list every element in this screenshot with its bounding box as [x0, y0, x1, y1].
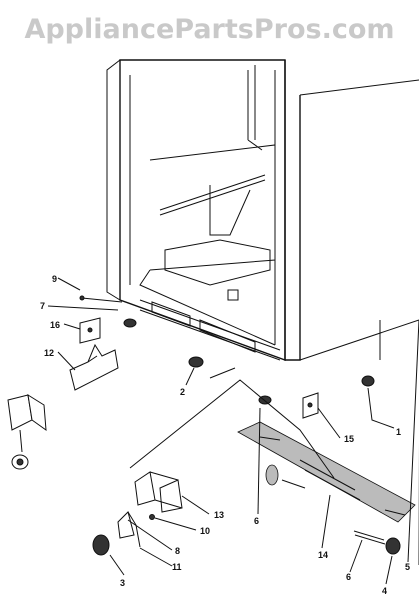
callout-2: 2	[180, 387, 185, 397]
panel-12	[69, 343, 119, 391]
callout-6-lower: 6	[346, 572, 351, 582]
cabinet	[106, 59, 419, 361]
hinge-13	[134, 471, 183, 520]
callout-9: 9	[52, 274, 57, 284]
bottom-rail	[237, 421, 416, 523]
callout-3: 3	[120, 578, 125, 588]
leader-lines	[47, 277, 419, 585]
callout-6-upper: 6	[254, 516, 259, 526]
watermark: AppliancePartsPros.com	[24, 14, 395, 45]
callout-1: 1	[396, 427, 401, 437]
callout-7: 7	[40, 301, 45, 311]
leveling-legs	[79, 295, 375, 405]
callout-11: 11	[172, 562, 182, 572]
callout-8: 8	[175, 546, 180, 556]
callout-5: 5	[405, 562, 410, 572]
callout-4: 4	[382, 586, 387, 596]
callout-16: 16	[50, 320, 60, 330]
callout-13: 13	[214, 510, 224, 520]
callout-12: 12	[44, 348, 54, 358]
callout-15: 15	[344, 434, 354, 444]
callout-labels: 9 7 16 12 2 15 1 13 10 8 11 3 6 14 6 4 5	[40, 274, 410, 596]
callout-10: 10	[200, 526, 210, 536]
brackets	[79, 317, 319, 419]
callout-14: 14	[318, 550, 328, 560]
left-hinge	[7, 393, 47, 470]
rollers	[92, 464, 401, 556]
bracket-8-11	[117, 511, 141, 548]
